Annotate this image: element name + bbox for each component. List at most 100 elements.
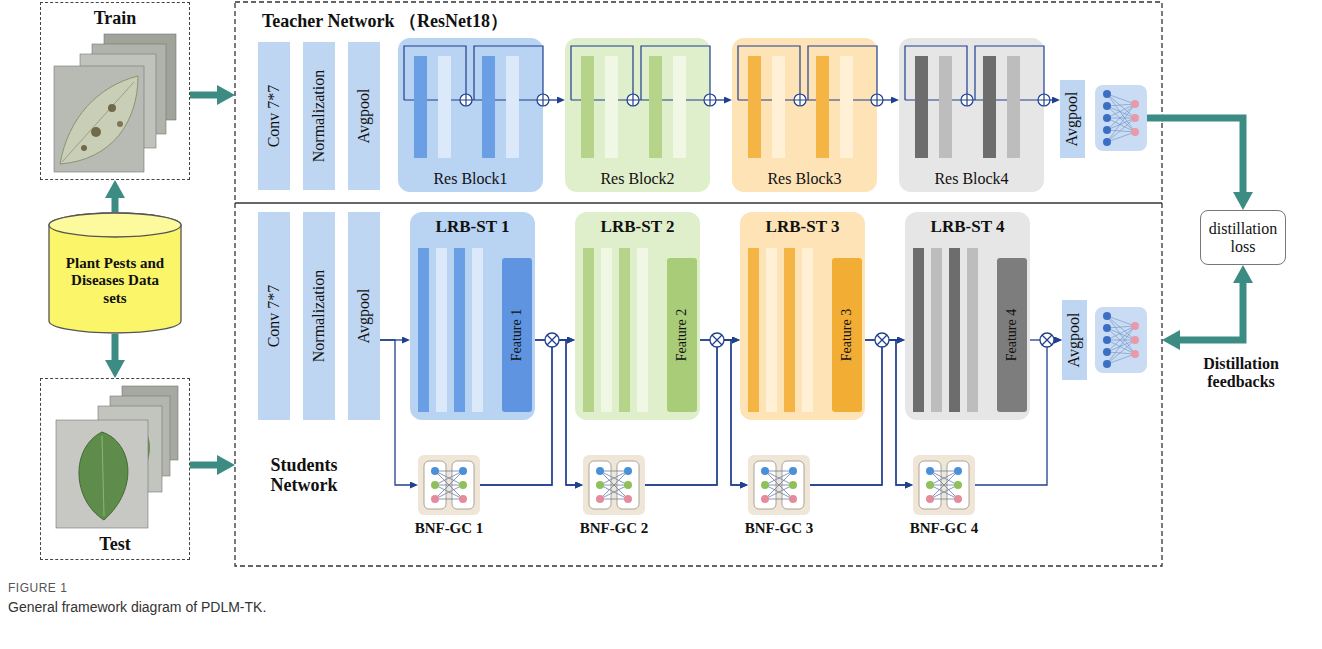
layer-bars [583, 248, 648, 412]
multiply-cross [877, 335, 887, 345]
leaf [112, 56, 156, 112]
graph-icon [589, 461, 639, 509]
leaf [136, 398, 168, 442]
add-symbol [537, 94, 549, 106]
layer-bar [840, 56, 853, 158]
node-label: Train [94, 8, 137, 29]
node-label: Feature 3 [840, 309, 854, 361]
leaf [96, 68, 144, 128]
gcn-block: BNF-GC 4 [913, 455, 975, 515]
edge-label: Distillation feedbacks [1180, 355, 1302, 392]
graph-links [600, 471, 628, 499]
gcn-block: BNF-GC 2 [583, 455, 645, 515]
skip-connection [404, 46, 466, 100]
layer-box: Avgpool [1060, 80, 1085, 158]
cylinder-top [49, 213, 181, 237]
lrb-block: LRB-ST 4 Feature 4 [905, 212, 1030, 420]
graph-node [926, 495, 934, 503]
fc-layer-icon [1095, 85, 1147, 151]
graph-node [954, 467, 962, 475]
add-cross [537, 94, 549, 106]
layer-bar [949, 248, 960, 412]
add-circle [961, 94, 973, 106]
graph-node [431, 481, 439, 489]
wire [738, 99, 871, 100]
multiply-circle [710, 333, 724, 347]
neuron [1103, 138, 1111, 146]
connector-arrow [710, 99, 724, 100]
layer-bar [766, 248, 777, 412]
graph-links [435, 471, 463, 499]
add-cross [1038, 94, 1050, 106]
skip-connection [905, 46, 967, 100]
connector-arrow [535, 340, 575, 485]
add-circle [1038, 94, 1050, 106]
fc-layer-icon [1095, 307, 1147, 373]
node-label: LRB-ST 1 [436, 217, 510, 237]
node-label: Plant Pests and Diseases Data sets [65, 255, 165, 307]
feature-box: Feature 4 [997, 258, 1027, 412]
leaf-spot [108, 104, 116, 112]
layer-bar [619, 248, 630, 412]
layer-bar [583, 248, 594, 412]
graph-node [926, 481, 934, 489]
add-circle [627, 94, 639, 106]
leaf [110, 420, 150, 476]
add-cross [460, 94, 472, 106]
node-label: Res Block4 [934, 170, 1008, 188]
residual-structure [905, 46, 1050, 158]
add-cross [871, 94, 883, 106]
connector-arrow [865, 340, 905, 485]
node-label: distillation loss [1205, 220, 1281, 255]
node-label: LRB-ST 4 [931, 217, 1005, 237]
graph-column [452, 461, 474, 509]
layer-box: Conv 7*7 [258, 212, 290, 420]
neuron [1131, 100, 1139, 108]
feature-box: Feature 1 [502, 258, 532, 412]
skip-connection [571, 46, 633, 100]
node-label: Feature 1 [510, 309, 524, 361]
node-label: Avgpool [356, 289, 372, 344]
layer-bar [673, 56, 686, 158]
connector-arrow [1044, 99, 1052, 100]
layer-box: Avgpool [348, 42, 380, 190]
wire [404, 99, 537, 100]
graph-icon [919, 461, 969, 509]
connector-arrow [877, 99, 891, 100]
graph-icon [754, 461, 804, 509]
add-circle [794, 94, 806, 106]
add-symbol [704, 94, 716, 106]
layer-bar [772, 56, 785, 158]
label-holder: Distillation feedbacks [1180, 355, 1302, 392]
node-label: Avgpool [356, 89, 372, 144]
layer-bar [472, 248, 483, 412]
fc-links [1107, 316, 1135, 364]
connector-arrow [190, 462, 217, 469]
outer-frame [235, 2, 1162, 566]
leaf [60, 76, 138, 164]
layer-bar [601, 248, 612, 412]
output-stub [1147, 115, 1163, 122]
multiply-cross [712, 335, 722, 345]
leaf-photo-stack [56, 386, 178, 528]
layer-bars [913, 248, 978, 412]
graph-column [589, 461, 611, 509]
node-label: Conv 7*7 [266, 285, 282, 348]
leaf-spot [81, 145, 87, 151]
multiply-symbol [545, 333, 559, 347]
layer-box: Conv 7*7 [258, 42, 290, 190]
photo [92, 44, 166, 134]
multiply-circle [545, 333, 559, 347]
fc-links [1107, 94, 1135, 142]
multiply-circle [1040, 333, 1054, 347]
photo [56, 420, 148, 528]
photo [122, 386, 178, 460]
node-label: Feature 4 [1005, 309, 1019, 361]
graph-node [431, 467, 439, 475]
layer-box: Normalization [303, 212, 335, 420]
graph-node [954, 481, 962, 489]
residual-structure [738, 46, 883, 158]
network-panel: Teacher Network （ResNet18）Conv 7*7Normal… [235, 2, 1162, 203]
graph-node [431, 495, 439, 503]
